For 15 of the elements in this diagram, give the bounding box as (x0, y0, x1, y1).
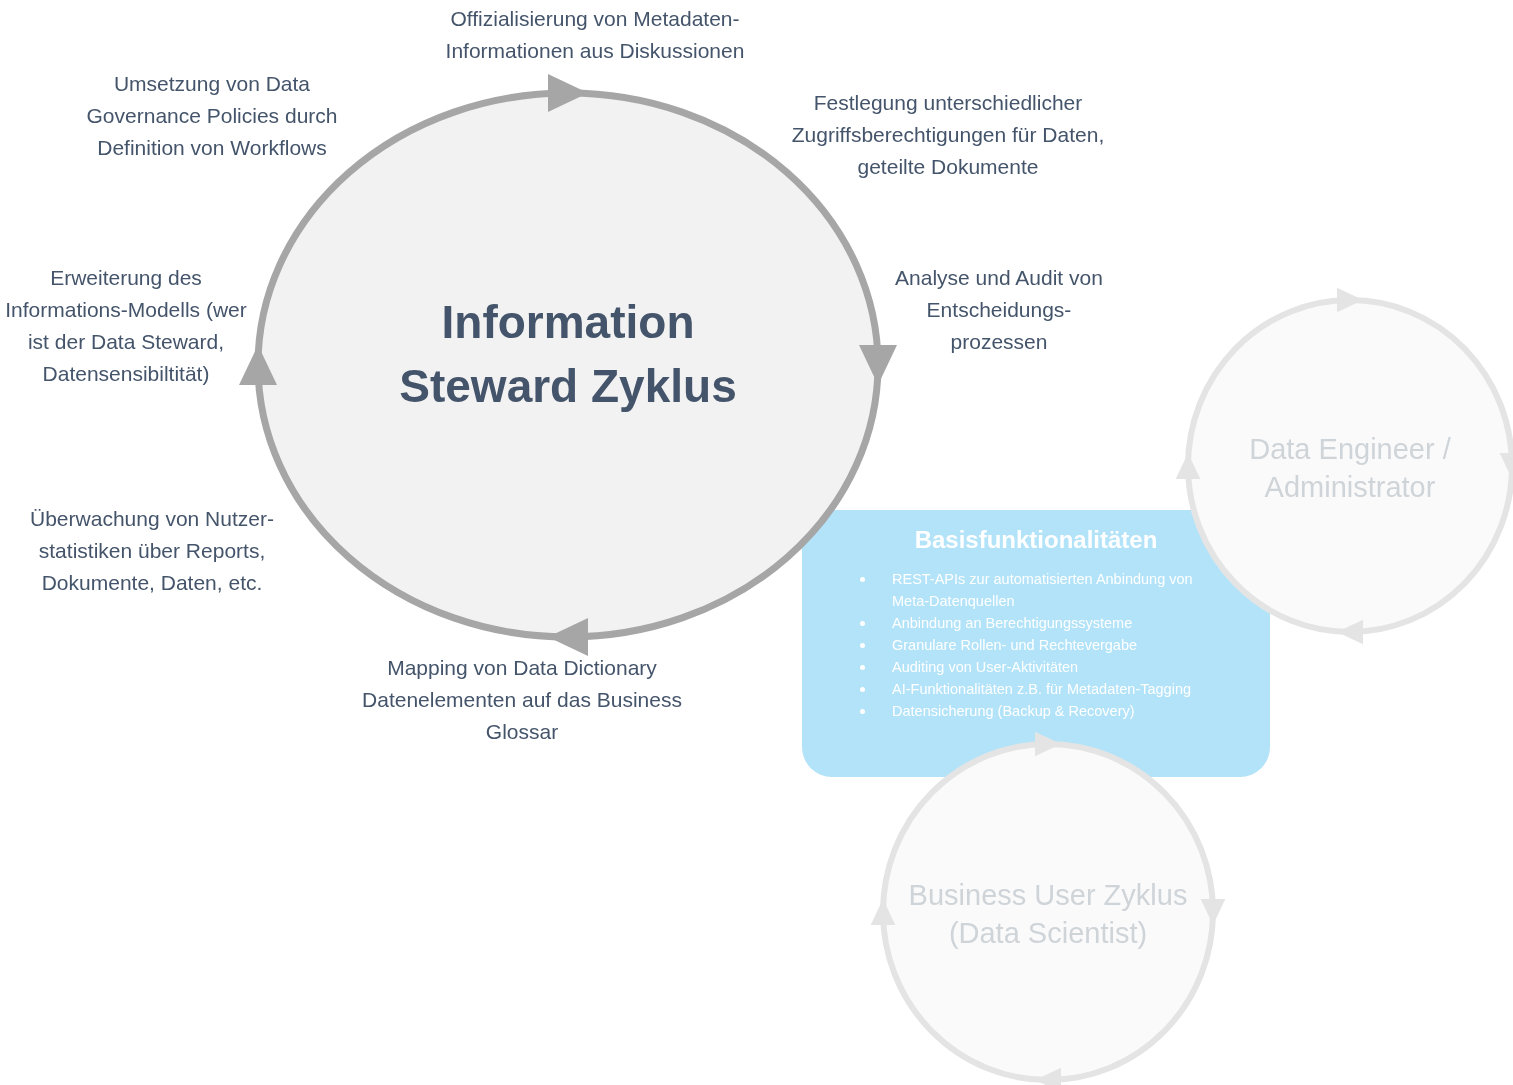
step-description: Festlegung unterschiedlicher Zugriffsberechtigungen für Daten, geteilte Dokumente (790, 90, 1106, 180)
step-description: Erweiterung des Informations-Modells (wer ist der Data Steward, Datensensibiltität) (4, 265, 248, 387)
step-description: Analyse und Audit von Entscheidungs- prozessen (894, 265, 1104, 355)
bullet-item: Anbindung an Berechtigungssysteme (892, 614, 1133, 633)
bullet-item: REST-APIs zur automatisierten Anbindung von Meta-Datenquellen (892, 570, 1194, 611)
step-description: Überwachung von Nutzer- statistiken über Reports, Dokumente, Daten, etc. (29, 506, 275, 596)
step-description: Umsetzung von Data Governance Policies durch Definition von Workflows (85, 71, 339, 161)
bullet-item: Granulare Rollen- und Rechtevergabe (892, 636, 1138, 655)
step-description: Mapping von Data Dictionary Datenelementen auf das Business Glossar (361, 655, 683, 745)
bullet-item: Auditing von User-Aktivitäten (892, 658, 1079, 677)
step-description: Offizialisierung von Metadaten-Informationen aus Diskussionen (444, 6, 746, 64)
bullet-item: Datensicherung (Backup & Recovery) (892, 702, 1135, 721)
cycle-title: Information Steward Zyklus (398, 295, 738, 414)
panel-heading: Basisfunktionalitäten (913, 526, 1159, 554)
bullet-item: AI-Funktionalitäten z.B. für Metadaten-Tagging (892, 680, 1192, 699)
